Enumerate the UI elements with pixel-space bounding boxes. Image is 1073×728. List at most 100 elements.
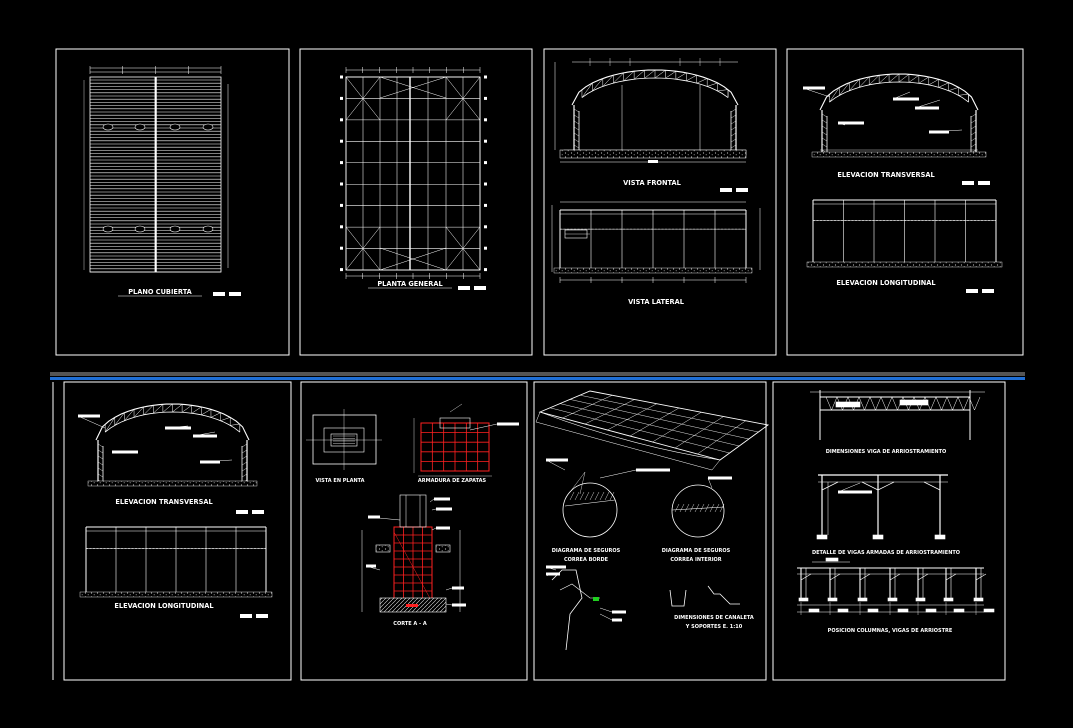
axis-mark: [340, 161, 343, 165]
cad-line: [935, 396, 942, 411]
cad-line: [946, 396, 953, 411]
label-tag: [165, 426, 191, 430]
column-base: [887, 597, 898, 602]
transversal-title: ELEVACION TRANSVERSAL: [837, 171, 935, 179]
cad-line: [573, 144, 580, 149]
axis-mark: [484, 75, 487, 79]
cad-line: [869, 396, 876, 411]
ground-strip: [79, 591, 273, 598]
cad-line: [153, 404, 164, 414]
cad-line: [172, 404, 183, 413]
ground-strip: [806, 261, 1003, 268]
roof-iso-curve: [539, 411, 721, 461]
axis-mark: [340, 225, 343, 229]
label-tag: [436, 526, 450, 530]
cad-line: [604, 491, 610, 501]
cad-line: [573, 138, 580, 143]
cad-line: [573, 108, 580, 113]
knee-brace: [821, 481, 839, 491]
dimension-tag: [867, 608, 879, 613]
ground-strip: [87, 480, 258, 487]
roof-details-drawing: [535, 390, 770, 651]
cad-line: [684, 503, 690, 513]
drain-symbol: [134, 225, 146, 233]
cad-line: [958, 93, 969, 96]
cad-line: [821, 125, 828, 130]
cad-line: [581, 82, 593, 98]
axis-mark: [484, 118, 487, 122]
cad-line: [821, 119, 828, 124]
label-tag: [200, 460, 220, 464]
cad-line: [886, 396, 893, 411]
axis-mark: [484, 225, 487, 229]
drain-symbol: [102, 225, 114, 233]
label-tag: [112, 450, 138, 454]
cad-line: [114, 412, 125, 426]
gutter-subtitle: Y SOPORTES E. 1:10: [685, 624, 743, 630]
label-tag: [452, 586, 464, 590]
cad-line: [730, 108, 737, 113]
cad-line: [574, 491, 580, 501]
sheet-title: PLANO CUBIERTA: [128, 288, 192, 296]
cad-line: [938, 82, 949, 88]
cad-line: [77, 415, 106, 429]
plan-view-title: VISTA EN PLANTA: [315, 478, 364, 484]
cad-line: [864, 396, 871, 411]
beam-tag: [835, 401, 861, 408]
cad-line: [689, 503, 695, 513]
cad-line: [429, 498, 435, 503]
drain-symbol: [202, 225, 214, 233]
base-plate: [872, 534, 884, 540]
inner-purlin-diagram-title: DIAGRAMA DE SEGUROS: [662, 548, 731, 554]
axis-mark: [484, 96, 487, 100]
cad-line: [579, 491, 585, 501]
roof-iso-outline: [538, 390, 770, 461]
footing-reinforcement-title: ARMADURA DE ZAPATAS: [418, 478, 487, 484]
cad-line: [602, 75, 614, 87]
column-brace: [859, 573, 871, 581]
label-tag: [838, 121, 864, 125]
cad-line: [613, 72, 624, 84]
label-tag: [546, 565, 566, 569]
divider-blue-line: [50, 377, 1025, 380]
dimension-tag: [825, 557, 839, 562]
sheet-detalles-cubierta: DIAGRAMA DE SEGUROS CORREA BORDE DIAGRAM…: [533, 381, 770, 681]
cad-line: [908, 75, 920, 83]
cad-line: [717, 89, 729, 92]
cad-line: [952, 396, 959, 411]
sheet-elevaciones-a: ELEVACION TRANSVERSAL ELEVACION LONGITUD…: [786, 48, 1024, 356]
cad-line: [825, 396, 832, 411]
scale-bar: [256, 614, 268, 618]
drain-symbol: [134, 123, 146, 131]
cad-line: [210, 412, 221, 418]
truss-bottom-chord: [581, 77, 729, 98]
column-position-title: POSICION COLUMNAS, VIGAS DE ARRIOSTRE: [828, 628, 953, 634]
dimension-tag: [808, 608, 820, 613]
label-tag: [636, 468, 670, 472]
cad-line: [241, 455, 248, 460]
label-tag: [546, 572, 560, 576]
scale-bar: [458, 286, 470, 290]
cad-line: [201, 409, 212, 416]
scale-bar: [982, 289, 994, 293]
cad-line: [607, 403, 657, 431]
label-tag: [366, 564, 376, 568]
cad-line: [849, 79, 860, 91]
longitudinal-elevation-drawing: [806, 199, 1003, 268]
cad-line: [579, 394, 759, 433]
cad-line: [609, 491, 615, 501]
cad-line: [592, 78, 604, 92]
gutter-section: [669, 589, 687, 607]
front-ground: [559, 149, 747, 159]
dimension-tag: [983, 608, 995, 613]
label-tag: [497, 422, 519, 426]
column-brace: [829, 573, 841, 581]
soil-left: [375, 544, 391, 553]
transversal-title: ELEVACION TRANSVERSAL: [115, 498, 213, 506]
cad-line: [875, 396, 882, 411]
cad-line: [599, 469, 637, 479]
cad-line: [449, 403, 463, 413]
footing-plan-outline: [312, 414, 377, 465]
scale-bar: [240, 614, 252, 618]
